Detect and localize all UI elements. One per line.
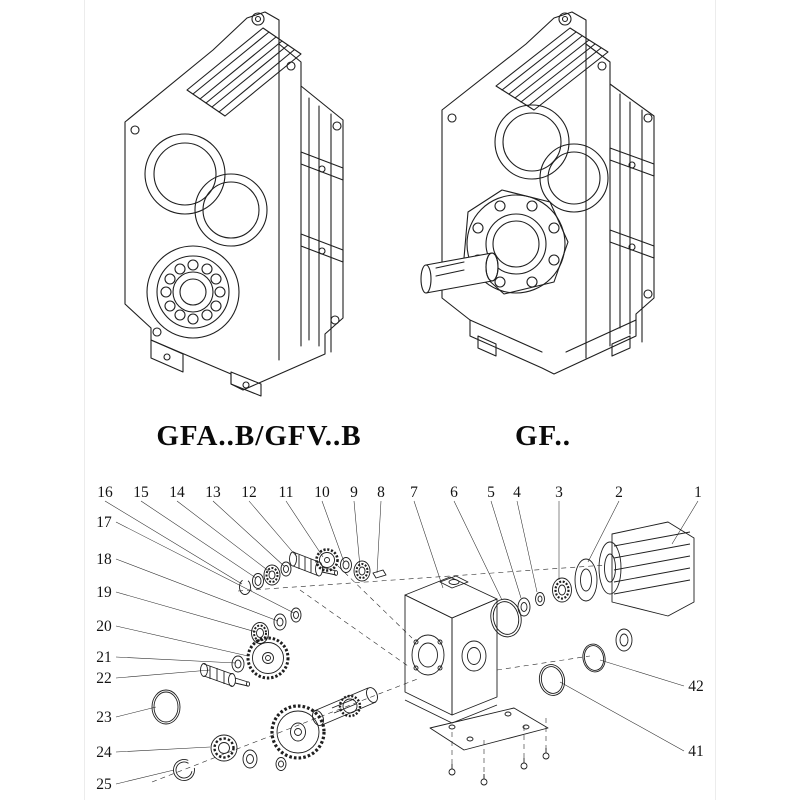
callout-18: 18 [96, 551, 112, 568]
cooling-fins [495, 27, 609, 111]
input-bores [144, 133, 268, 247]
callout-42: 42 [688, 678, 704, 695]
assembly-axis-lines [151, 564, 607, 783]
callout-7: 7 [410, 484, 418, 501]
callout-6: 6 [450, 484, 458, 501]
input-bores [494, 104, 609, 213]
leader-lines-right [559, 659, 685, 752]
gearbox-gfab-drawing [95, 2, 385, 402]
callout-13: 13 [205, 484, 221, 501]
part-bottom-cover-plate [429, 707, 550, 786]
housing-seams [278, 43, 302, 361]
callout-4: 4 [513, 484, 521, 501]
callout-24: 24 [96, 744, 112, 761]
page-edge-right [715, 0, 716, 800]
side-ribs [609, 93, 655, 343]
exploded-parts-diagram: 16 15 14 13 12 11 10 9 8 7 6 5 4 3 2 1 1… [96, 484, 704, 793]
callout-2: 2 [615, 484, 623, 501]
part-housing [404, 575, 498, 724]
gearbox-gfab-lines [124, 11, 344, 397]
model-label-gf: GF.. [514, 420, 572, 452]
callout-22: 22 [96, 670, 112, 687]
callout-numbers: 16 15 14 13 12 11 10 9 8 7 6 5 4 3 2 1 1… [96, 484, 704, 793]
cooling-fins [186, 27, 302, 117]
callout-15: 15 [133, 484, 149, 501]
leader-lines-left [115, 521, 295, 785]
edge-bolts [130, 61, 342, 337]
filler-screw-icon [558, 12, 572, 26]
callout-10: 10 [314, 484, 330, 501]
page-edge-left [84, 0, 85, 800]
callout-19: 19 [96, 584, 112, 601]
part-output-shaft-set [151, 687, 378, 781]
callout-8: 8 [377, 484, 385, 501]
mounting-feet [150, 339, 262, 397]
callout-11: 11 [279, 484, 294, 501]
callout-16: 16 [97, 484, 113, 501]
gearbox-gf-drawing [408, 6, 708, 391]
output-shaft [420, 252, 499, 294]
part-retaining-rings [538, 628, 633, 696]
edge-bolts [447, 61, 653, 299]
callout-9: 9 [350, 484, 358, 501]
callout-3: 3 [555, 484, 563, 501]
callout-25: 25 [96, 776, 112, 793]
part-countershaft-set [200, 607, 302, 687]
filler-screw-icon [251, 12, 265, 26]
callout-17: 17 [96, 514, 112, 531]
callout-41: 41 [688, 743, 704, 760]
callout-1: 1 [694, 484, 702, 501]
housing-seams [585, 43, 611, 359]
callout-20: 20 [96, 618, 112, 635]
callout-5: 5 [487, 484, 495, 501]
part-motor-adapter [598, 521, 695, 617]
output-bearing [146, 245, 240, 339]
model-label-gfab: GFA..B/GFV..B [156, 420, 362, 452]
callout-21: 21 [96, 649, 112, 666]
gearbox-gf-lines [420, 11, 655, 375]
callout-23: 23 [96, 709, 112, 726]
base-rails [469, 319, 637, 357]
side-ribs [300, 97, 344, 353]
part-input-shaft-set [239, 548, 387, 595]
callout-12: 12 [241, 484, 257, 501]
leader-lines-top [104, 500, 699, 601]
part-input-cover-set [490, 558, 598, 638]
callout-14: 14 [169, 484, 185, 501]
